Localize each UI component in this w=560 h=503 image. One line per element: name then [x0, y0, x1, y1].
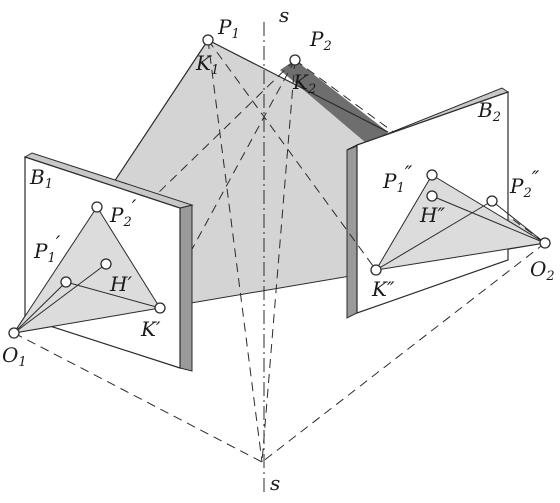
b2-ray-o2-p2dp [491, 200, 546, 244]
b2-ray-o2-kdp [375, 242, 546, 271]
label-p1: P1 [217, 15, 240, 42]
label-b2: B2 [477, 98, 501, 125]
b1-ray-o1-p1p [13, 281, 67, 334]
b2-edge-p1dp-kdp [375, 174, 433, 271]
point-k-prime [154, 302, 166, 314]
label-p2-dprime: P2″ [509, 166, 540, 201]
label-h-dprime: H″ [419, 203, 445, 227]
label-p1-dprime: P1″ [382, 161, 413, 196]
point-p2-prime [91, 201, 103, 213]
label-k-prime: K′ [140, 317, 161, 341]
label-k2: K2 [292, 70, 316, 97]
point-p2-dprime [486, 195, 498, 207]
label-s-bottom: s [270, 471, 280, 495]
b2-ray-o2-p1dp [431, 174, 546, 244]
label-p2-prime: P2′ [109, 195, 137, 230]
label-s-top: s [279, 3, 289, 27]
b1-ray-o1-hp [13, 263, 107, 334]
b1-ray-o1-p2p [13, 206, 98, 334]
label-p1-prime: P1′ [33, 231, 61, 266]
label-p2: P2 [309, 27, 332, 54]
point-o1 [8, 327, 20, 339]
b2-dashed-p1-kdp [207, 39, 377, 271]
b2-ray-o2-hdp [431, 195, 546, 244]
label-k-dprime: K″ [371, 277, 395, 301]
dashed-k1-s [207, 39, 263, 463]
panel-b2-edge [346, 144, 358, 319]
point-p1-dprime [426, 169, 438, 181]
dashed-k2-kprime [159, 59, 296, 309]
point-p2 [289, 54, 301, 66]
point-p1 [202, 34, 214, 46]
dashed-k2-s [261, 59, 296, 463]
point-k-dprime [370, 264, 382, 276]
ray-p1-o2 [207, 39, 389, 133]
label-b1: B1 [29, 165, 53, 192]
b1-triangle [14, 207, 160, 333]
label-o2: O2 [530, 257, 555, 284]
label-k1: K1 [195, 51, 219, 78]
label-o1: O1 [2, 343, 27, 370]
panel-b1-edge [179, 204, 193, 372]
dashed-o1-s [13, 332, 263, 463]
point-o2 [539, 237, 551, 249]
b1-line-p1p-kp [65, 281, 161, 309]
point-h-dprime [426, 190, 438, 202]
point-h-prime [100, 258, 112, 270]
label-h-prime: H′ [109, 272, 132, 296]
b1-edge-p2p-kp [96, 206, 161, 309]
point-p1-prime [60, 276, 72, 288]
b1-ray-o1-kp [13, 307, 161, 334]
